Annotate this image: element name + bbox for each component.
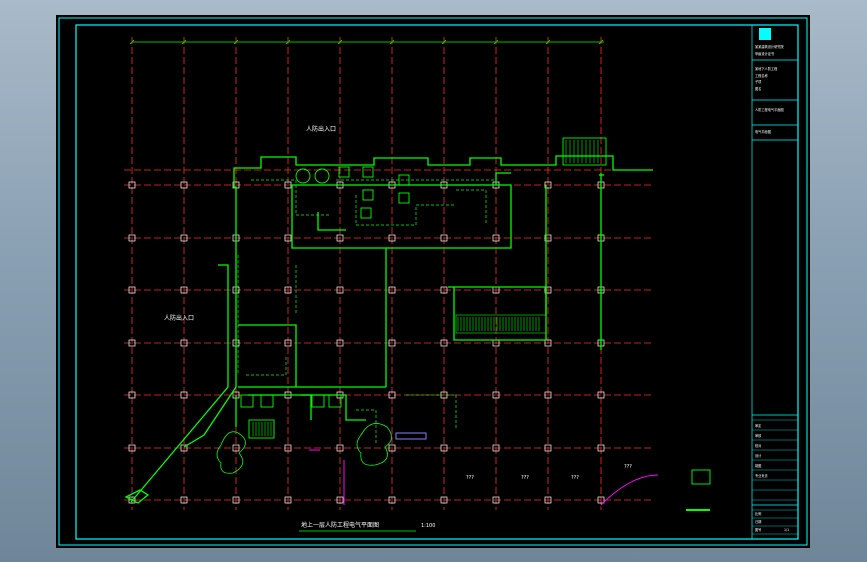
column: [336, 339, 344, 347]
signature: 设计: [755, 453, 762, 458]
unknown-label: ???: [624, 464, 632, 470]
annotation-left: 人防出入口: [164, 314, 194, 322]
tb-bottom: 比例: [755, 511, 761, 516]
column: [284, 496, 292, 504]
unknown-label: ???: [571, 475, 579, 481]
drawing-name: 人防工程电气平面图: [755, 107, 784, 112]
signature: 制图: [755, 463, 761, 468]
column: [284, 286, 292, 294]
tb-row: 图名: [755, 86, 761, 91]
column: [180, 286, 188, 294]
column: [336, 444, 344, 452]
hatch-frame: [455, 314, 547, 334]
column: [440, 234, 448, 242]
column: [544, 181, 552, 189]
column: [544, 286, 552, 294]
magenta-lines: [309, 432, 659, 506]
axis-grid: [124, 37, 654, 510]
tb-row: 电气平面图: [755, 129, 771, 134]
drawing-scale: 1:100: [421, 523, 435, 529]
column: [597, 496, 605, 504]
column: [597, 391, 605, 399]
column: [128, 181, 136, 189]
column: [284, 444, 292, 452]
column: [440, 444, 448, 452]
column: [597, 444, 605, 452]
company-name: 某某建筑设计研究院: [755, 44, 784, 49]
column: [180, 234, 188, 242]
column: [388, 391, 396, 399]
column: [128, 286, 136, 294]
drawing-sheet: 人防出入口 人防出入口 ??? ??? ??? ??? 地上一层人防工程电气平面…: [56, 15, 810, 548]
column: [440, 286, 448, 294]
column: [180, 391, 188, 399]
column: [388, 444, 396, 452]
column: [180, 444, 188, 452]
signature: 审核: [755, 433, 762, 438]
column: [388, 286, 396, 294]
tb-row: 子项: [755, 79, 762, 84]
column: [440, 496, 448, 504]
cad-drawing: 人防出入口 人防出入口 ??? ??? ??? ??? 地上一层人防工程电气平面…: [58, 17, 808, 546]
signature: 校对: [755, 443, 762, 448]
signature: 审定: [755, 423, 762, 428]
column: [388, 339, 396, 347]
column: [232, 444, 240, 452]
column: [544, 496, 552, 504]
column: [492, 444, 500, 452]
column: [336, 286, 344, 294]
column: [492, 391, 500, 399]
column: [388, 496, 396, 504]
column: [128, 339, 136, 347]
title-block-rows: [752, 419, 798, 535]
title-block-text: 某某建筑设计研究院 甲级设计证书 某地下人防工程 工程名称 子项 图名 人防工程…: [755, 44, 789, 532]
title-block: [751, 24, 799, 540]
project-name: 某地下人防工程: [755, 66, 778, 71]
tb-bottom: 日期: [755, 519, 761, 524]
column: [284, 339, 292, 347]
signature: 专业负责: [755, 473, 768, 478]
drawing-title: 地上一层人防工程电气平面图: [301, 521, 379, 529]
column: [180, 181, 188, 189]
column: [284, 234, 292, 242]
column: [128, 234, 136, 242]
column: [440, 339, 448, 347]
unknown-label: ???: [466, 475, 474, 481]
annotation-top: 人防出入口: [306, 125, 336, 133]
column: [544, 234, 552, 242]
stair-hatch: [252, 140, 599, 436]
outer-frame: [58, 17, 808, 546]
tb-row: 工程名称: [755, 73, 769, 78]
column: [544, 391, 552, 399]
tb-page: 1/1: [784, 528, 789, 532]
unknown-label: ???: [521, 475, 529, 481]
wiring: [237, 179, 496, 445]
building-walls: [124, 155, 653, 504]
shaft-outlines: [216, 423, 392, 474]
cert: 甲级设计证书: [755, 51, 775, 56]
column: [128, 444, 136, 452]
column: [180, 496, 188, 504]
column: [180, 339, 188, 347]
column: [128, 496, 136, 504]
column: [388, 234, 396, 242]
unknown-labels: ??? ??? ??? ???: [466, 464, 632, 481]
column: [128, 391, 136, 399]
legend-box: [686, 469, 711, 511]
column: [336, 234, 344, 242]
column: [336, 496, 344, 504]
tb-bottom: 图号: [755, 527, 761, 532]
column: [544, 339, 552, 347]
column: [232, 496, 240, 504]
column: [544, 444, 552, 452]
column: [492, 234, 500, 242]
column: [492, 496, 500, 504]
